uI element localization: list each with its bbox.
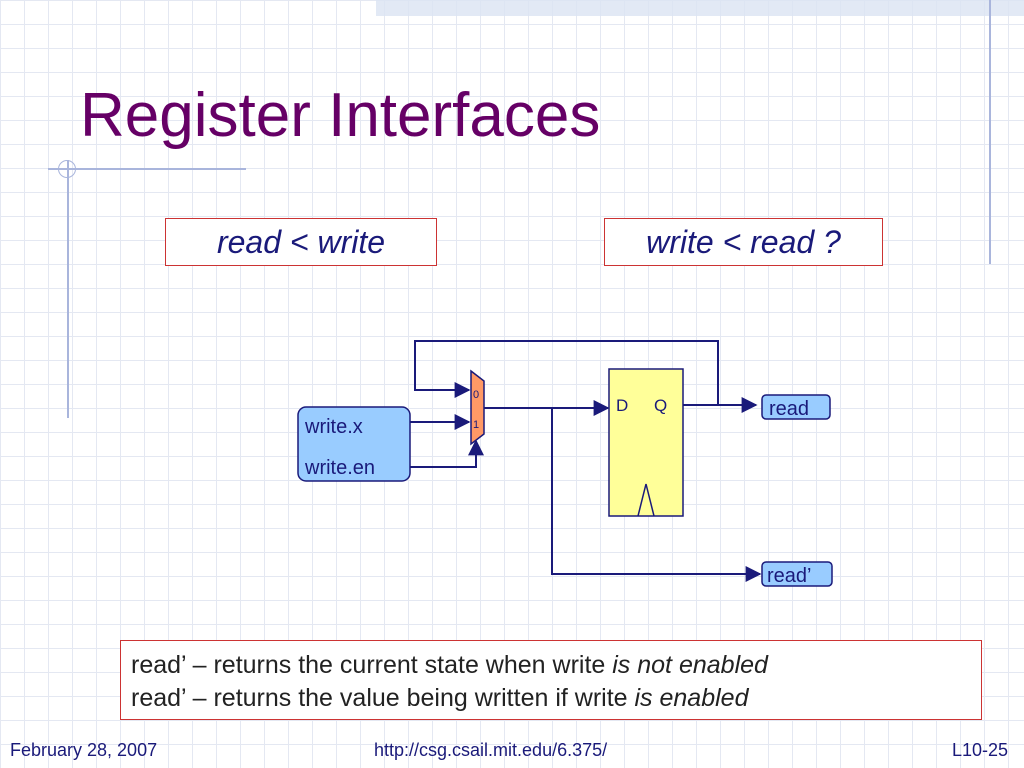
wire-bypass-read-prime (551, 408, 762, 582)
register-q-label: Q (654, 396, 667, 415)
write-input-port (297, 406, 411, 482)
right-ordering-label: write < read ? (646, 224, 841, 260)
mux-shape (470, 369, 485, 446)
register-block (608, 368, 684, 517)
read-output-box (761, 394, 831, 420)
clock-input-icon (637, 483, 655, 517)
read-prime-output-label: read’ (767, 565, 811, 587)
read-output-label: read (769, 398, 809, 420)
explanation-line-2: read’ – returns the value being written … (131, 684, 749, 712)
footer-date: February 28, 2007 (10, 740, 158, 760)
right-ordering-box: write < read ? (604, 218, 883, 266)
mux-input-0-label: 0 (473, 389, 479, 401)
left-ordering-box: read < write (165, 218, 437, 266)
explanation-box: read’ – returns the current state when w… (120, 640, 982, 720)
write-x-label: write.x (304, 416, 363, 438)
footer-url: http://csg.csail.mit.edu/6.375/ (374, 740, 608, 760)
read-prime-output-box (761, 561, 833, 587)
corner-circle-ornament (58, 160, 76, 178)
mux-input-1-label: 1 (473, 419, 479, 431)
register-d-label: D (616, 396, 628, 415)
title-underline-rule (48, 168, 246, 170)
left-ordering-label: read < write (216, 224, 386, 260)
wire-feedback-loop (414, 340, 719, 405)
footer-slide-number: L10-25 (952, 740, 1009, 760)
top-decorative-band (376, 0, 1024, 16)
left-vertical-rule (67, 160, 69, 418)
wire-write-en (410, 439, 484, 468)
explanation-line-1: read’ – returns the current state when w… (131, 651, 768, 679)
right-vertical-rule (989, 0, 991, 264)
emphasis-enabled: is enabled (634, 684, 749, 712)
emphasis-not-enabled: is not enabled (612, 651, 768, 679)
slide-title: Register Interfaces (80, 81, 601, 150)
write-en-label: write.en (304, 457, 375, 479)
